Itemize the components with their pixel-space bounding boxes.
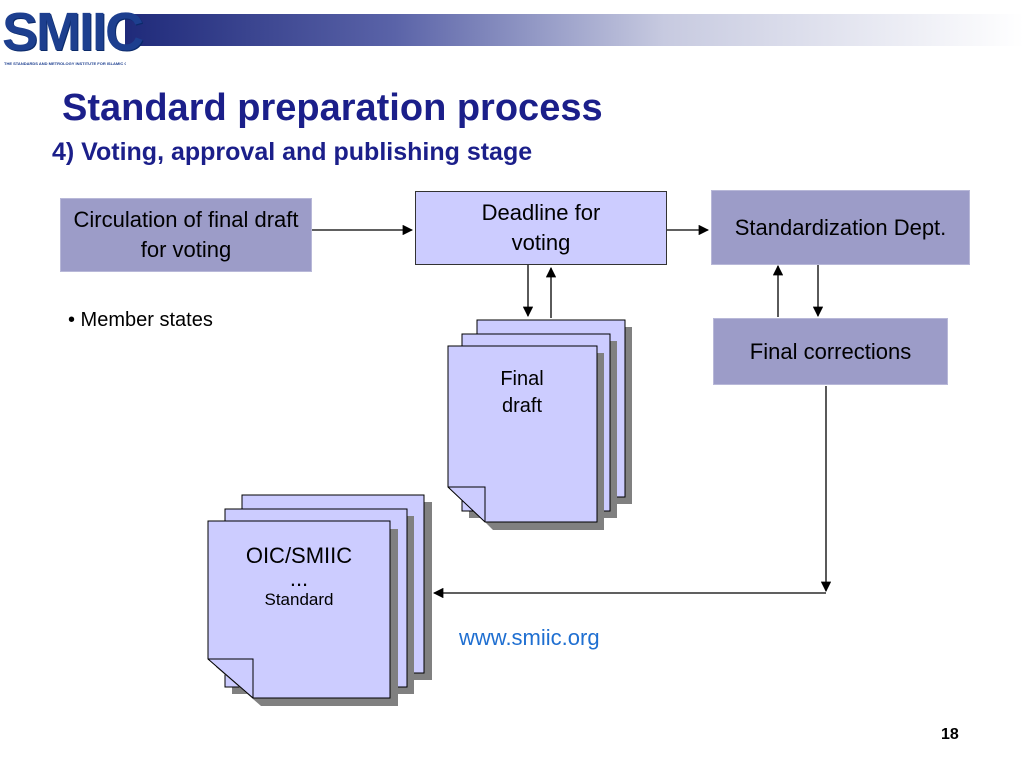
website-link[interactable]: www.smiic.org xyxy=(459,625,600,650)
final-draft-line1: Final xyxy=(500,368,544,390)
standard-label: OIC/SMIIC ... Standard xyxy=(215,542,383,612)
logo-wordmark: SMIIC xyxy=(2,2,144,62)
circulation-label: Circulation of final draft for voting xyxy=(73,207,299,262)
standard-line3: Standard xyxy=(264,590,334,609)
deadline-label: Deadline for voting xyxy=(481,200,601,255)
logo-tagline: THE STANDARDS AND METROLOGY INSTITUTE FO… xyxy=(4,61,126,66)
slide-title: Standard preparation process xyxy=(62,87,603,129)
final-draft-label: Final draft xyxy=(470,366,574,420)
standard-document-stack xyxy=(207,494,432,706)
final-draft-line2: draft xyxy=(501,395,543,417)
smiic-logo: SMIIC THE STANDARDS AND METROLOGY INSTIT… xyxy=(2,2,144,70)
circulation-box: Circulation of final draft for voting xyxy=(60,198,312,272)
final-draft-document-stack xyxy=(447,319,632,530)
header-gradient-band xyxy=(125,14,1024,46)
standard-line2: ... xyxy=(289,566,309,591)
standardization-dept-label: Standardization Dept. xyxy=(734,214,947,240)
final-corrections-label: Final corrections xyxy=(749,338,912,364)
standardization-dept-box: Standardization Dept. xyxy=(711,190,970,265)
final-corrections-box: Final corrections xyxy=(713,318,948,385)
page-number: 18 xyxy=(941,726,959,743)
slide-subtitle: 4) Voting, approval and publishing stage xyxy=(52,138,533,166)
deadline-box: Deadline for voting xyxy=(415,191,667,265)
standard-line1: OIC/SMIIC xyxy=(245,543,353,568)
member-states-bullet: • Member states xyxy=(68,309,213,331)
